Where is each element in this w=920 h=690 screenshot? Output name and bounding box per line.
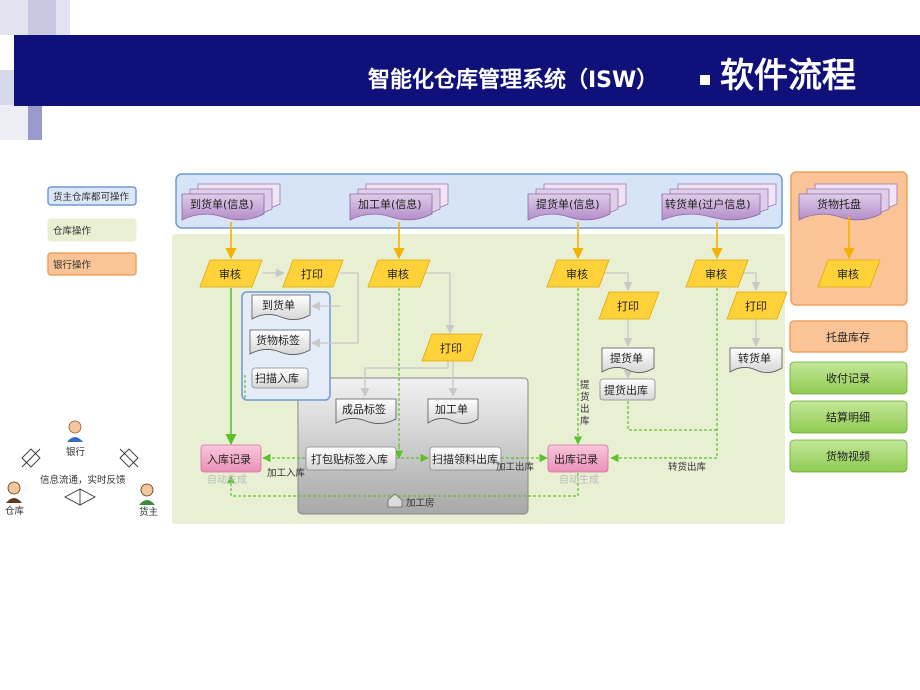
transfer-doc[interactable]: 转货单 <box>729 347 783 373</box>
documents-panel <box>175 173 783 229</box>
title-bar <box>14 35 920 106</box>
print-step[interactable]: 打印 <box>598 291 660 320</box>
bank-person-icon <box>67 420 83 442</box>
svg-text:审核: 审核 <box>837 267 859 281</box>
doc-pickup-label: 提货单(信息) <box>536 197 600 211</box>
transfer-out-label: 转货出库 <box>668 461 707 473</box>
deco-square <box>28 105 42 140</box>
workshop-box <box>297 377 529 515</box>
info-flow-label: 信息流通，实时反馈 <box>40 474 126 486</box>
legend-all: 货主仓库都可操作 <box>53 191 130 203</box>
pack-label-in-button[interactable]: 打包贴标签入库 <box>305 446 397 471</box>
svg-text:入库记录: 入库记录 <box>207 453 251 466</box>
svg-text:收付记录: 收付记录 <box>826 371 870 385</box>
doc-pallet[interactable]: 货物托盘 <box>798 183 898 221</box>
doc-transfer[interactable]: 转货单(过户信息) <box>661 183 777 221</box>
svg-text:打印: 打印 <box>301 267 323 281</box>
print-step[interactable]: 打印 <box>421 333 483 362</box>
doc-processing-label: 加工单(信息) <box>358 197 422 211</box>
svg-text:货物视频: 货物视频 <box>826 449 870 463</box>
actors-group: 银行 仓库 货主 信息流通，实时反馈 <box>5 420 158 518</box>
review-step[interactable]: 审核 <box>199 259 263 288</box>
process-in-label: 加工入库 <box>267 467 306 479</box>
review-step[interactable]: 审核 <box>367 259 431 288</box>
svg-text:提货出库: 提货出库 <box>604 383 648 397</box>
svg-text:转货单: 转货单 <box>738 351 771 365</box>
review-step[interactable]: 审核 <box>546 259 610 288</box>
bank-actor-label: 银行 <box>66 446 86 458</box>
legend-bank: 银行操作 <box>53 259 92 271</box>
owner-person-icon <box>139 483 155 505</box>
print-step[interactable]: 打印 <box>726 291 788 320</box>
svg-text:打印: 打印 <box>440 341 462 355</box>
svg-text:审核: 审核 <box>219 267 241 281</box>
deco-square <box>0 105 28 140</box>
svg-text:提货单: 提货单 <box>610 351 643 365</box>
doc-arrival[interactable]: 到货单(信息) <box>181 183 281 221</box>
doc-transfer-label: 转货单(过户信息) <box>665 197 751 211</box>
scan-in-button[interactable]: 扫描入库 <box>251 367 309 389</box>
settlement-detail-button[interactable]: 结算明细 <box>789 400 908 434</box>
pickup-vertical-label: 提 货 出 库 <box>580 379 593 427</box>
deco-square <box>28 0 56 35</box>
svg-text:审核: 审核 <box>705 267 727 281</box>
exchange-arrow-icon <box>21 448 139 506</box>
deco-square <box>0 0 28 35</box>
goods-video-button[interactable]: 货物视频 <box>789 439 908 473</box>
pallet-stock-button[interactable]: 托盘库存 <box>789 320 908 353</box>
payment-record-button[interactable]: 收付记录 <box>789 361 908 395</box>
svg-text:审核: 审核 <box>387 267 409 281</box>
svg-text:货物标签: 货物标签 <box>256 333 300 347</box>
svg-text:打印: 打印 <box>617 299 639 313</box>
legend-warehouse: 仓库操作 <box>53 225 92 237</box>
print-step[interactable]: 打印 <box>282 259 344 288</box>
svg-text:结算明细: 结算明细 <box>826 410 870 424</box>
finished-label-doc[interactable]: 成品标签 <box>335 398 397 424</box>
svg-text:打印: 打印 <box>745 299 767 313</box>
svg-text:加工单: 加工单 <box>435 403 468 416</box>
owner-actor-label: 货主 <box>139 506 158 518</box>
svg-text:扫描领料出库: 扫描领料出库 <box>432 452 498 466</box>
warehouse-person-icon <box>6 481 22 503</box>
svg-text:加工房: 加工房 <box>406 497 435 509</box>
process-out-label: 加工出库 <box>496 461 535 473</box>
doc-pallet-label: 货物托盘 <box>817 197 861 211</box>
page-title: 智能化仓库管理系统（ISW） <box>368 68 659 93</box>
auto-gen-label: 自动生成 <box>559 473 599 486</box>
pickup-out-button[interactable]: 提货出库 <box>599 378 656 401</box>
deco-square <box>56 0 70 35</box>
doc-pickup[interactable]: 提货单(信息) <box>527 183 627 221</box>
review-step[interactable]: 审核 <box>817 259 881 288</box>
arrival-doc[interactable]: 到货单 <box>251 294 311 320</box>
warehouse-actor-label: 仓库 <box>5 505 25 517</box>
svg-text:出库记录: 出库记录 <box>554 452 598 466</box>
svg-text:扫描入库: 扫描入库 <box>255 371 299 385</box>
svg-text:到货单: 到货单 <box>262 298 295 312</box>
svg-text:托盘库存: 托盘库存 <box>826 330 870 344</box>
workshop-label: 加工房 <box>387 493 435 509</box>
title-separator <box>700 75 710 85</box>
process-doc[interactable]: 加工单 <box>427 398 479 424</box>
doc-processing[interactable]: 加工单(信息) <box>349 183 449 221</box>
legend: 货主仓库都可操作 仓库操作 银行操作 <box>47 186 137 276</box>
scan-out-button[interactable]: 扫描领料出库 <box>429 446 502 471</box>
auto-gen-label: 自动生成 <box>207 473 247 486</box>
page-subtitle: 软件流程 <box>720 56 856 96</box>
svg-text:审核: 审核 <box>566 267 588 281</box>
in-record-button[interactable]: 入库记录 <box>200 444 262 473</box>
doc-arrival-label: 到货单(信息) <box>190 197 254 211</box>
out-record-button[interactable]: 出库记录 <box>547 444 609 473</box>
svg-text:成品标签: 成品标签 <box>342 402 386 416</box>
svg-text:打包贴标签入库: 打包贴标签入库 <box>311 452 388 466</box>
pickup-doc[interactable]: 提货单 <box>601 347 655 373</box>
review-step[interactable]: 审核 <box>685 259 749 288</box>
goods-label-doc[interactable]: 货物标签 <box>249 329 311 355</box>
house-icon <box>387 493 403 508</box>
